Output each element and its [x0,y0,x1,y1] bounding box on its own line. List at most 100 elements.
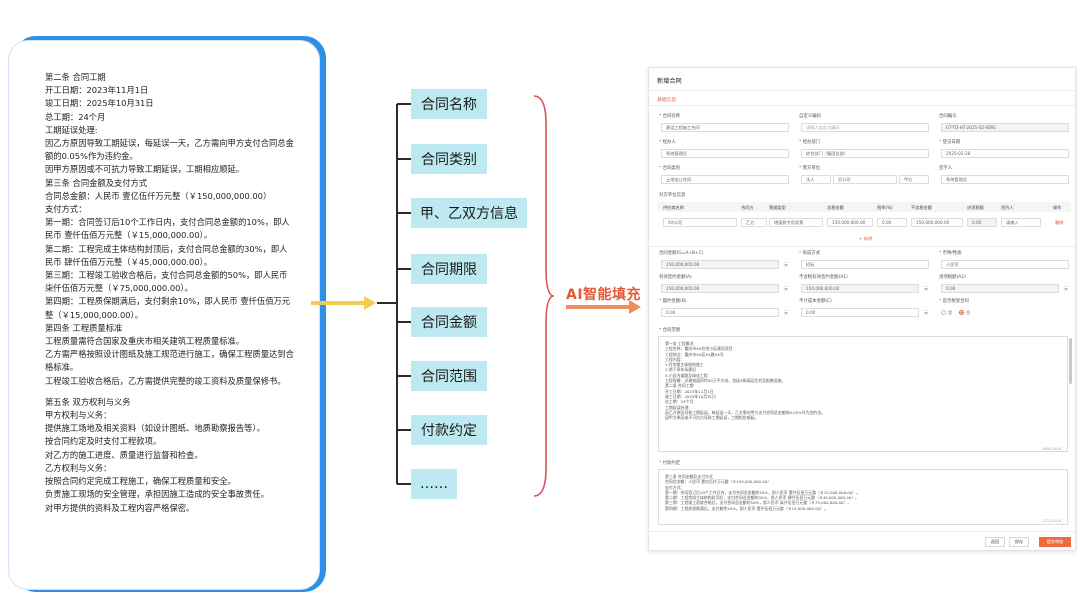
table-cell[interactable]: XX公司 [663,218,737,227]
right-brace [533,95,554,497]
table-header-cell: 供应商名称 [663,205,684,210]
textarea-line: 竣工日期：2025年10月31日 [665,393,716,399]
total-amount-input[interactable]: 150,000,000.00 [661,260,779,269]
table-cell[interactable]: 乙方 [741,218,767,227]
textarea-line: 支付方式： [665,484,685,490]
table-header-bar [657,202,1071,212]
deposit-input[interactable]: 0.00 [661,308,779,317]
field-box: …… [411,469,457,499]
contract-line: 工期延误处理: [45,124,98,135]
custom-no-input[interactable]: 请输入自定义编码 [801,123,929,132]
tree-branch [397,103,411,105]
save-button[interactable]: 保存 [1009,537,1029,547]
payment-textarea[interactable]: 第三条 合同金额及支付方式合同总金额：人民币 壹亿伍仟万元整（￥150,000,… [658,469,1068,525]
label-dept: * 经办部门 [799,140,821,145]
contract-line: 对甲方提供的资料及工程内容严格保密。 [45,502,195,513]
contract-text-card: 第二条 合同工期开工日期：2023年11月1日竣工日期：2025年10月31日总… [8,40,320,590]
rate-input[interactable]: 0.00 [941,284,1059,293]
label-deposit: * 履约金额(B) [659,299,687,304]
table-header-cell: 票据类型 [769,205,786,210]
label-contract-name: * 合同名称 [659,114,681,119]
label-rate: 进项税额(A2) [939,275,966,280]
table-header-cell: 不含税金额 [911,205,932,210]
label-reg-date: * 登记日期 [939,140,961,145]
table-cell[interactable]: 请输入 [1001,218,1041,227]
radio-yes-label: 是 [948,310,953,315]
contract-line: 按合同约定及时支付工程款项。 [45,436,162,447]
submit-approval-button[interactable]: 提交审批 [1039,537,1071,547]
contract-name-input[interactable]: 建设工程施工合同 [661,123,789,132]
section-basic-info[interactable]: 基础信息 [657,98,677,103]
handler-input[interactable]: 系统管理员 [661,149,789,158]
our-unit-select[interactable]: 总公司 [833,175,897,184]
no-tax-input[interactable]: 0.00 [801,308,919,317]
signer-input[interactable]: 系统管理员 [941,175,1069,184]
output-arrow-head [629,300,641,314]
unit-yuan: 元 [784,286,789,291]
table-cell[interactable]: 0.00 [967,218,997,227]
field-box: 合同名称 [411,89,487,119]
dept-select[interactable]: 综合部门（集团总部） [801,149,929,158]
tree-branch [397,429,411,431]
input-arrow-head [364,296,376,310]
contract-line: 第五条 双方权利与义务 [45,396,131,407]
contract-line: 第三期：工程竣工验收合格后，支付合同总金额的50%，即人民币 柒仟伍佰万元整（￥… [45,270,291,294]
table-header-cell: 签约人 [1001,205,1014,210]
scope-char-count: 669/2000 [1043,446,1062,451]
contract-line: 工程质量需符合国家及重庆市相关建筑工程质量标准。 [45,336,245,347]
label-amount-b: 不含税有效签约金额(A1) [799,275,848,280]
unit-yuan: 元 [924,310,929,315]
our-unit-role-select[interactable]: 甲方 [899,175,929,184]
field-box: 合同范围 [411,361,487,391]
divider [649,531,1075,532]
contract-line: 因乙方原因导致工期延误，每延误一天，乙方需向甲方支付合同总金额的0.05%作为违… [45,138,294,162]
radio-no[interactable] [959,310,964,315]
table-cell[interactable]: 150,000,000.00 [911,218,963,227]
payment-char-count: 271/2000 [1043,518,1062,523]
amount-b-input[interactable]: 150,000,000.00 [801,284,919,293]
table-cell[interactable]: 0.00 [877,218,907,227]
table-cell[interactable]: 增值税专用发票 [769,218,823,227]
contract-no-input[interactable]: GT-TD-HT-2025-02-0091 [941,123,1069,132]
textarea-line: 合同总金额：人民币 壹亿伍仟万元整（￥150,000,000.00） [665,479,772,485]
scrollbar[interactable] [1069,338,1072,384]
contract-line: 负责施工现场的安全管理，承担因施工造成的安全事故责任。 [45,489,270,500]
contract-line: 第二条 合同工期 [45,72,106,82]
textarea-line: 3.小区内道路及绿化工程 [665,372,708,378]
tree-branch [397,158,411,160]
label-custom-no: 自定义编码 [799,114,821,119]
scope-textarea[interactable]: 第一条 工程概况工程名称：重庆市XX住宅小区建设项目工程地点：重庆市XX区XX路… [658,336,1068,452]
textarea-line: 因甲方原因或不可抗力导致工期延误，工期相应顺延。 [665,415,759,421]
label-currency: * 币种/性质 [939,251,962,256]
table-cell[interactable]: 150,000,000.00 [827,218,873,227]
contract-line: 第二期：工程完成主体结构封顶后，支付合同总金额的30%，即人民币 肆仟伍佰万元整… [45,243,288,267]
textarea-line: 1.住宅楼主体结构施工 [665,362,704,368]
unit-yuan: 元 [784,310,789,315]
label-total: 合同金额(G=A+B+C) [659,251,704,256]
reg-date-input[interactable]: 2025-02-28 [941,149,1069,158]
contract-line: 第四条 工程质量标准 [45,322,123,333]
radio-yes[interactable] [941,310,946,315]
delete-row-button[interactable]: 删除 [1055,220,1064,225]
contract-line: 对乙方的施工进度、质量进行监督和检查。 [45,449,203,460]
label-settle: * 形成方式 [799,251,821,256]
our-unit-type-select[interactable]: 法人 [801,175,831,184]
amount-a-input[interactable]: 150,000,000.00 [661,284,779,293]
textarea-line: 第三条 合同金额及支付方式 [665,474,713,479]
label-signer: 签字人 [939,166,953,171]
textarea-line: 开工日期：2023年11月1日 [665,388,714,394]
textarea-line: 工程规模：总建筑面积约50万平方米，包括5栋高层住宅及配套设施。 [665,378,786,384]
contract-line: 第一期：合同签订后10个工作日内，支付合同总金额的10%，即人民币 壹仟伍佰万元… [45,217,290,241]
tree-branch [397,483,411,485]
label-no-tax: 不计成本金额(C) [799,299,832,304]
category-input[interactable]: 土地出让合同 [661,175,789,184]
table-header-cell: 税率(%) [877,205,893,210]
divider [649,105,1075,106]
tree-connector [377,302,397,304]
contract-line: 第四期：工程质保期满后，支付剩余10%，即人民币 壹仟伍佰万元整（￥15,000… [45,296,291,320]
add-row-button[interactable]: + 新增 [859,236,873,241]
settle-select[interactable]: 招标 [801,260,929,269]
field-box: 合同金额 [411,307,487,337]
back-button[interactable]: 返回 [985,537,1005,547]
currency-select[interactable]: 人民币 [941,260,1069,269]
